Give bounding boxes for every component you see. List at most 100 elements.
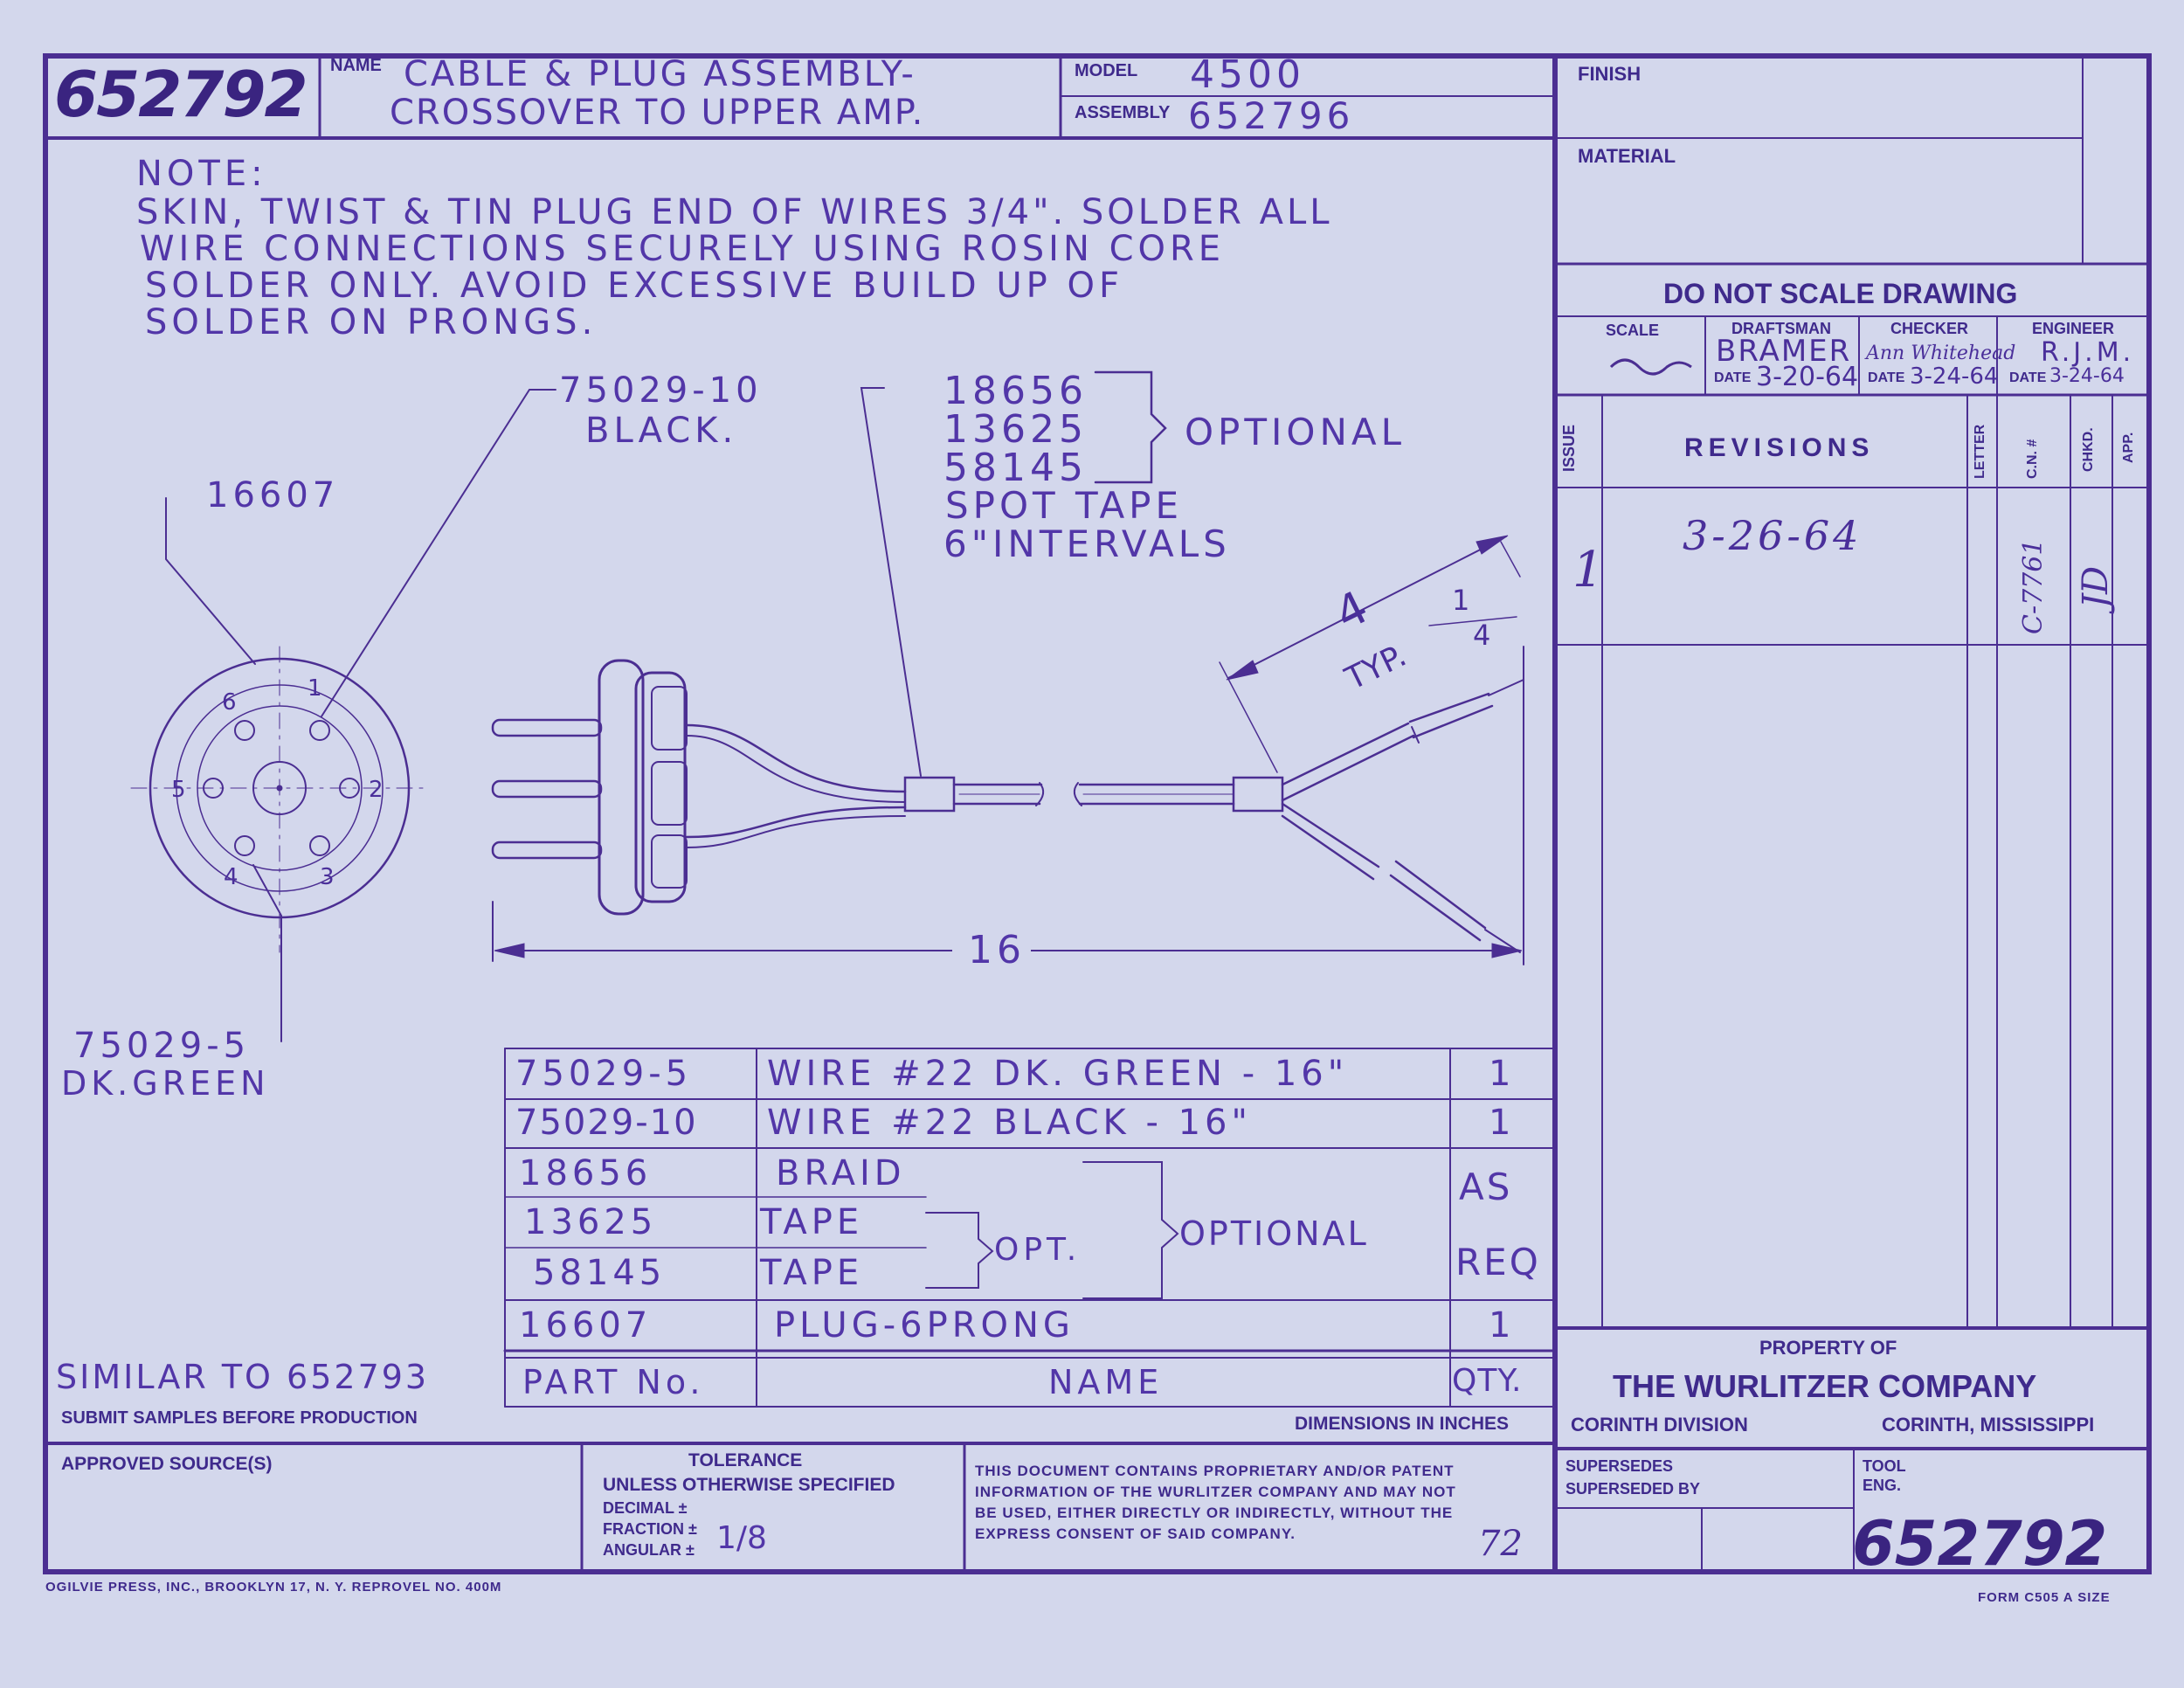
form-size: FORM C505 A SIZE — [1978, 1590, 2111, 1605]
dim-typ: TYP. — [1339, 638, 1412, 698]
note-line-1: SKIN, TWIST & TIN PLUG END OF WIRES 3/4"… — [136, 192, 1333, 232]
bom-name: BRAID — [776, 1153, 906, 1193]
similar-to: SIMILAR TO 652793 — [56, 1358, 430, 1396]
submit-samples: SUBMIT SAMPLES BEFORE PRODUCTION — [61, 1408, 418, 1428]
dim-strip-length: 4 — [1327, 581, 1376, 640]
bom-name: TAPE — [760, 1253, 864, 1293]
draftsman-label: DRAFTSMAN — [1731, 320, 1831, 337]
note-line-3: SOLDER ONLY. AVOID EXCESSIVE BUILD UP OF — [145, 266, 1123, 306]
pin-label-3: 3 — [320, 864, 335, 890]
checker-label: CHECKER — [1890, 320, 1969, 337]
bom-name: WIRE #22 DK. GREEN - 16" — [767, 1054, 1349, 1094]
note-line-4: SOLDER ON PRONGS. — [145, 302, 598, 342]
bom-opt-label: OPT. — [994, 1232, 1082, 1268]
optional-part-2: 13625 — [943, 407, 1088, 452]
fraction-tolerance: FRACTION ± — [603, 1520, 697, 1538]
model-label: MODEL — [1075, 61, 1138, 80]
revision-date: 3-26-64 — [1683, 512, 1863, 559]
draftsman-date: 3-20-64 — [1756, 362, 1859, 392]
engineer-label: ENGINEER — [2032, 320, 2115, 337]
bom-name: WIRE #22 BLACK - 16" — [767, 1103, 1252, 1143]
bom-header-qty: QTY. — [1452, 1363, 1523, 1399]
bom-qty: 1 — [1489, 1054, 1516, 1094]
issue-label: ISSUE — [1560, 424, 1578, 472]
proprietary-line-3: BE USED, EITHER DIRECTLY OR INDIRECTLY, … — [975, 1505, 1454, 1521]
note-line-2: WIRE CONNECTIONS SECURELY USING ROSIN CO… — [140, 229, 1226, 269]
pin-label-5: 5 — [171, 777, 186, 803]
revision-chkd: JD — [2076, 565, 2116, 608]
initials: 72 — [1478, 1524, 1523, 1564]
optional-part-1: 18656 — [943, 369, 1088, 413]
name-label: NAME — [330, 56, 382, 75]
green-wire-part: 75029-5 — [73, 1026, 251, 1066]
checker-date-label: DATE — [1868, 370, 1905, 385]
engineer-value: R.J.M. — [2041, 337, 2135, 368]
bom-name: PLUG-6PRONG — [774, 1305, 1075, 1346]
dim-fraction-num: 1 — [1452, 584, 1469, 617]
draftsman-value: BRAMER — [1716, 334, 1852, 369]
decimal-tolerance: DECIMAL ± — [603, 1499, 688, 1517]
city: CORINTH, MISSISSIPPI — [1882, 1414, 2095, 1435]
plug-part-label: 16607 — [206, 475, 340, 515]
bom-part-no: 18656 — [519, 1153, 653, 1193]
scale-symbol — [1609, 358, 1692, 376]
bom-part-no: 16607 — [519, 1305, 653, 1346]
tolerance-label: TOLERANCE — [688, 1450, 803, 1470]
draftsman-date-label: DATE — [1714, 370, 1752, 385]
company-name: THE WURLITZER COMPANY — [1613, 1368, 2037, 1404]
material-label: MATERIAL — [1578, 145, 1676, 167]
dim-fraction-den: 4 — [1473, 619, 1490, 652]
pin-label-2: 2 — [369, 777, 384, 803]
angular-tolerance: ANGULAR ± — [603, 1541, 695, 1559]
chkd-label: CHKD. — [2081, 427, 2096, 472]
letter-label: LETTER — [1973, 424, 1987, 479]
engineer-date-label: DATE — [2009, 370, 2047, 385]
bom-part-no: 75029-5 — [515, 1054, 693, 1094]
dimensions-in-inches: DIMENSIONS IN INCHES — [1295, 1414, 1510, 1434]
assembly-name-line2: CROSSOVER TO UPPER AMP. — [390, 93, 925, 133]
bom-header-part: PART No. — [522, 1363, 705, 1401]
drawing-number-top: 652792 — [54, 58, 308, 131]
bom-header-name: NAME — [1048, 1363, 1164, 1401]
optional-label: OPTIONAL — [1185, 411, 1406, 453]
pin-label-4: 4 — [224, 864, 238, 890]
property-of: PROPERTY OF — [1759, 1337, 1897, 1359]
checker-value: Ann Whitehead — [1866, 342, 2016, 364]
overall-length: 16 — [968, 928, 1026, 972]
bom-part-no: 75029-10 — [515, 1103, 698, 1143]
outer-border — [43, 53, 2152, 1574]
pin-label-6: 6 — [222, 689, 237, 716]
optional-part-3: 58145 — [943, 446, 1088, 490]
printer-credit: OGILVIE PRESS, INC., BROOKLYN 17, N. Y. … — [45, 1580, 502, 1595]
spot-tape-label: SPOT TAPE — [945, 484, 1184, 527]
unless-specified: UNLESS OTHERWISE SPECIFIED — [603, 1475, 895, 1495]
supersedes-label: SUPERSEDES — [1565, 1457, 1674, 1475]
cn-label: C.N. # — [2025, 439, 2040, 479]
checker-date: 3-24-64 — [1910, 363, 1999, 390]
eng-label: ENG. — [1863, 1477, 1902, 1494]
bom-part-no: 13625 — [524, 1202, 658, 1242]
bom-as-label: AS — [1459, 1166, 1513, 1208]
revision-issue: 1 — [1572, 542, 1604, 598]
scale-label: SCALE — [1606, 322, 1660, 339]
assembly-label: ASSEMBLY — [1075, 103, 1171, 122]
revisions-title: REVISIONS — [1684, 433, 1875, 462]
tool-label: TOOL — [1863, 1457, 1906, 1475]
proprietary-line-2: INFORMATION OF THE WURLITZER COMPANY AND… — [975, 1484, 1456, 1500]
do-not-scale-label: DO NOT SCALE DRAWING — [1663, 278, 2018, 309]
intervals-label: 6"INTERVALS — [943, 522, 1231, 565]
approved-sources: APPROVED SOURCE(S) — [61, 1454, 273, 1474]
revision-cn: C-7761 — [2018, 538, 2049, 634]
bom-req-label: REQ — [1455, 1241, 1541, 1283]
bom-part-no: 58145 — [533, 1253, 667, 1293]
finish-label: FINISH — [1578, 63, 1641, 85]
black-wire-color: BLACK. — [585, 411, 738, 451]
assembly-name-line1: CABLE & PLUG ASSEMBLY- — [404, 54, 916, 94]
green-wire-color: DK.GREEN — [61, 1064, 270, 1103]
fraction-tolerance-value: 1/8 — [716, 1520, 767, 1556]
note-heading: NOTE: — [136, 154, 267, 194]
division: CORINTH DIVISION — [1571, 1414, 1748, 1435]
proprietary-line-1: THIS DOCUMENT CONTAINS PROPRIETARY AND/O… — [975, 1463, 1455, 1479]
